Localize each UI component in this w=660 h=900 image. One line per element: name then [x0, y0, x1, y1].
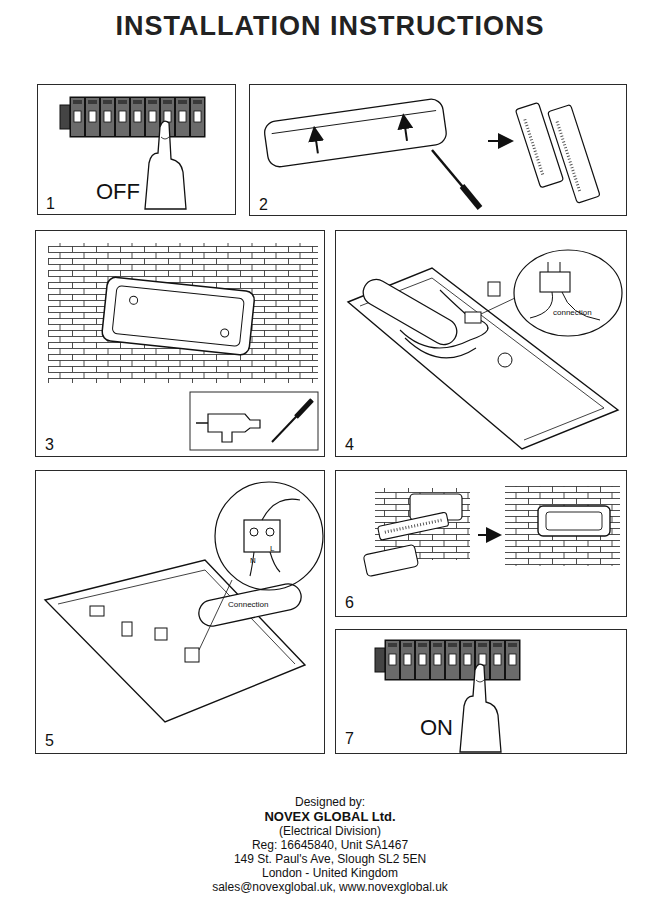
detail-outline [513, 249, 623, 337]
cover [363, 544, 418, 576]
led-strip [385, 520, 442, 532]
drill [208, 414, 260, 442]
component [90, 606, 104, 616]
brick-wall [505, 486, 620, 566]
open-arrow [315, 130, 318, 154]
terminal-screw [266, 528, 274, 536]
wire [530, 262, 600, 320]
wire [250, 499, 300, 576]
step-number: 2 [259, 197, 268, 213]
base-plate [45, 560, 305, 722]
terminal-block [185, 648, 199, 662]
led-strip [525, 110, 580, 201]
screwdriver-handle [296, 400, 312, 417]
terminal-screw [250, 528, 258, 536]
footer-text: London - United Kingdom [0, 867, 660, 879]
fitting-body [263, 98, 448, 169]
leader-line [199, 580, 232, 650]
step-number: 3 [45, 437, 54, 453]
breaker-board [375, 640, 520, 752]
base-plate [348, 268, 618, 449]
step-panel: 6 [335, 470, 627, 617]
breaker-board [60, 97, 205, 209]
step-number: 6 [345, 595, 354, 611]
detail-ellipse [215, 482, 323, 590]
open-arrow [404, 117, 407, 141]
component [155, 628, 167, 640]
fitted-light-lens [546, 512, 602, 530]
leader-line [481, 298, 515, 314]
terminal-detail [244, 520, 280, 552]
step-panel: 5 L N Connection [35, 470, 325, 754]
component [122, 622, 132, 636]
drill-bit [196, 422, 208, 424]
detail-label: N [250, 557, 256, 565]
step-panel: 7 ON [335, 629, 627, 754]
footer-text: (Electrical Division) [0, 825, 660, 837]
footer-text: sales@novexglobal.uk, www.novexglobal.uk [0, 881, 660, 893]
terminal-block [465, 312, 481, 323]
step-panel: 2 [249, 84, 627, 216]
backplate [101, 276, 255, 355]
step-number: 5 [45, 733, 54, 749]
footer-text: Designed by: [0, 796, 660, 808]
footer-text: 149 St. Paul's Ave, Slough SL2 5EN [0, 853, 660, 865]
detail-circle: connection [513, 249, 623, 337]
terminal-detail [540, 272, 570, 292]
footer-text: NOVEX GLOBAL Ltd. [0, 810, 660, 823]
detail-ellipse [514, 250, 622, 336]
detail-circle: LNConnection [214, 481, 324, 591]
diffuser-part [378, 512, 449, 540]
base-edge [58, 570, 295, 664]
diffuser-part [548, 105, 600, 204]
title: INSTALLATION INSTRUCTIONS [0, 13, 660, 40]
step-panel: 3 [35, 230, 325, 457]
detail-label: connection [553, 309, 592, 317]
detail-label: Connection [228, 601, 268, 609]
terminal-block [488, 282, 500, 296]
step-number: 7 [345, 731, 354, 747]
fitted-light [538, 506, 610, 536]
cable-entry [498, 353, 512, 367]
screwdriver [272, 400, 312, 442]
step-number: 4 [345, 437, 354, 453]
step-arrow [478, 534, 498, 536]
step-panel: 1 OFF [37, 84, 236, 215]
switch-state: OFF [96, 181, 140, 203]
detail-label: L [270, 545, 274, 553]
screw-hole [220, 329, 229, 338]
screwdriver-handle [462, 186, 480, 208]
step-number: 1 [46, 196, 55, 212]
screw-hole [129, 296, 138, 305]
fitting-edge [272, 111, 436, 134]
footer-text: Reg: 16645840, Unit SA1467 [0, 839, 660, 851]
brick-wall [48, 243, 318, 383]
tool-inset [190, 392, 318, 450]
detail-outline [214, 481, 324, 591]
step-panel: 4 connection [335, 230, 627, 457]
wire [400, 290, 488, 358]
step-arrow [488, 140, 510, 142]
switch-state: ON [420, 717, 453, 739]
backplate-inner [112, 285, 244, 346]
